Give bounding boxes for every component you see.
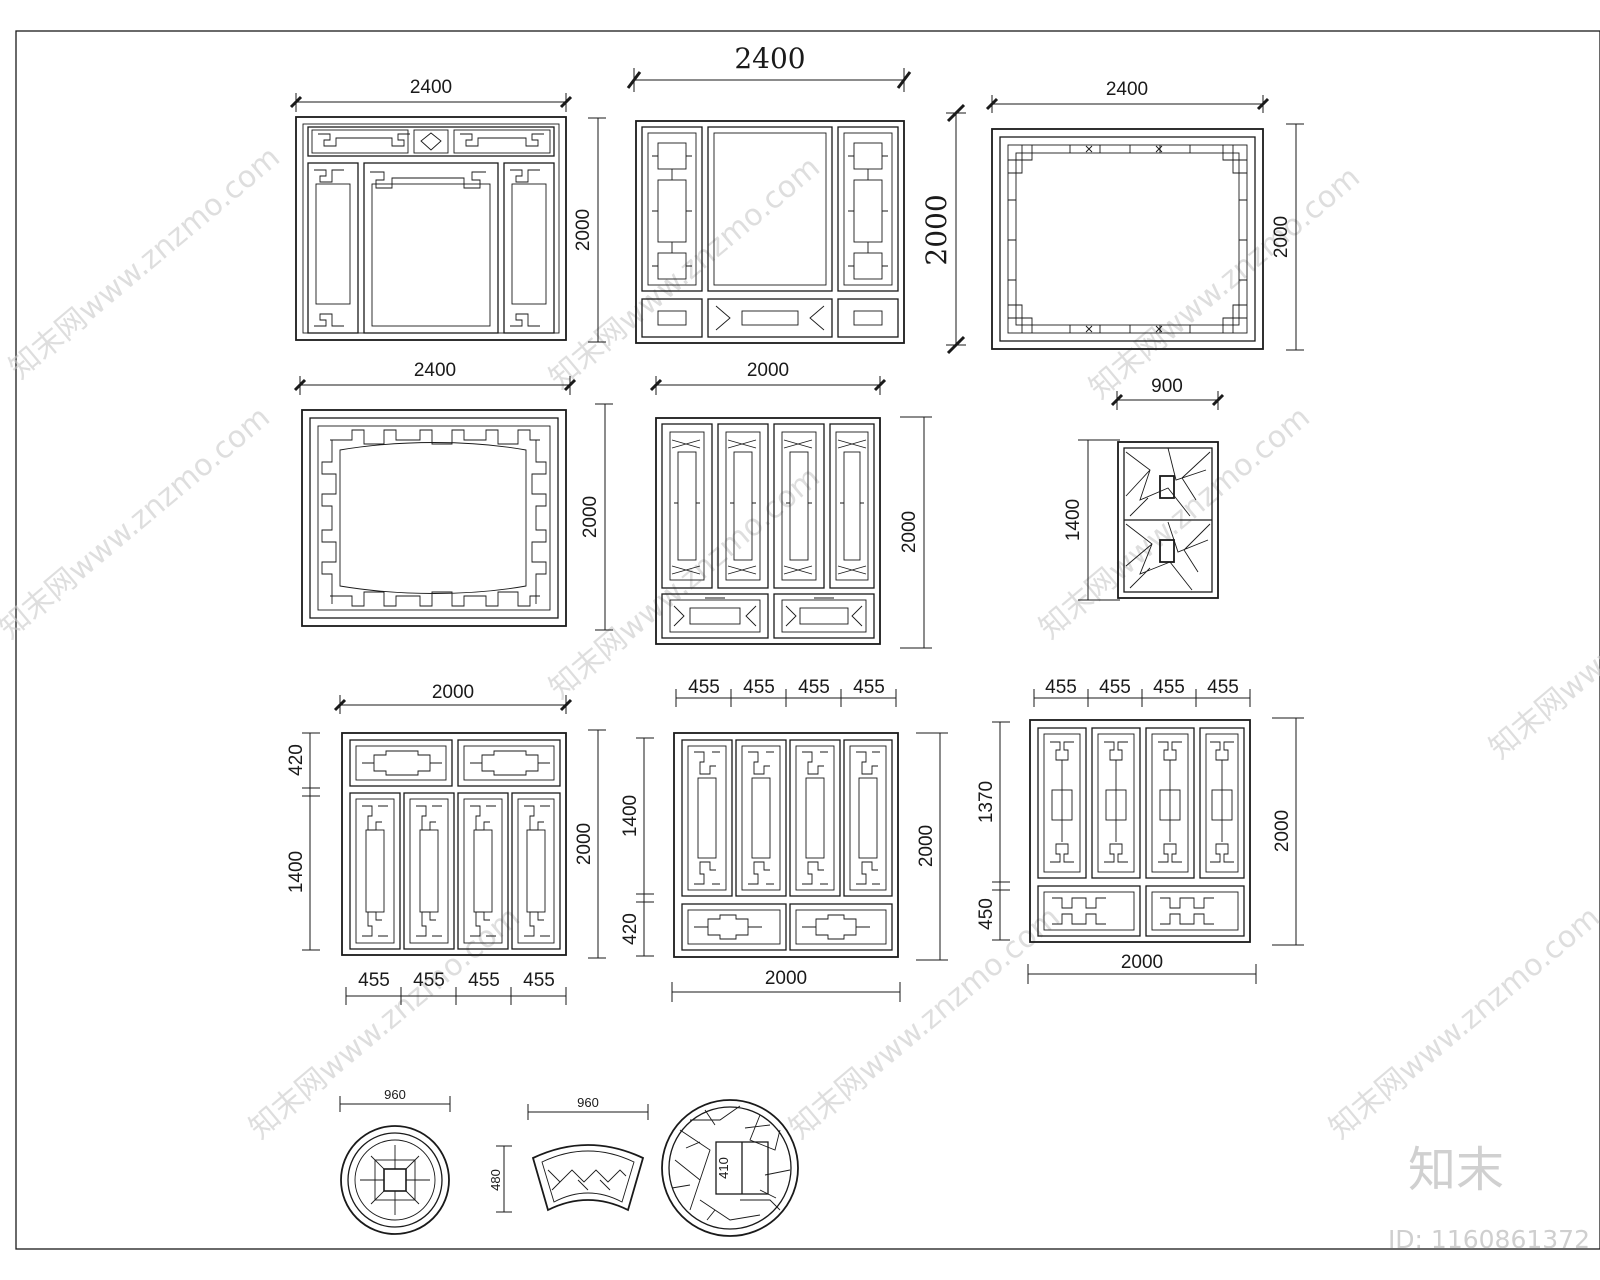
watermark-text: 知末网www.znzmo.com <box>3 140 287 386</box>
width-dimension-label: 2400 <box>1106 79 1148 100</box>
width-dimension-label: 2400 <box>410 77 452 98</box>
width-dimension-label: 2400 <box>414 360 456 381</box>
height-dimension-label: 1400 <box>1063 499 1084 541</box>
center-dimension-label: 410 <box>716 1157 731 1179</box>
panel-12: 410 <box>661 1099 799 1237</box>
panel-1: 2400 2000 <box>289 77 606 343</box>
column-dimension-label: 455 <box>688 677 720 698</box>
height-dimension-label: 2000 <box>574 823 595 865</box>
watermark-text: 知末网www.znzmo.com <box>243 900 527 1146</box>
width-dimension-label: 2000 <box>747 360 789 381</box>
side-top-dimension-label: 1400 <box>620 795 641 837</box>
panel-4: 2400 2000 <box>293 360 613 631</box>
width-dimension-label: 2000 <box>765 968 807 989</box>
width-dimension-label: 900 <box>1151 376 1183 397</box>
panel-2: 2400 2000 <box>626 42 966 355</box>
height-dimension-label: 2000 <box>916 825 937 867</box>
width-dimension-label: 960 <box>384 1087 406 1102</box>
panel-10: 960 <box>339 1087 451 1235</box>
height-dimension-label: 2000 <box>920 194 953 265</box>
sheet-border <box>15 30 1600 1250</box>
width-dimension-label: 2000 <box>432 682 474 703</box>
height-dimension-label: 2000 <box>1272 810 1293 852</box>
column-dimension-label: 455 <box>743 677 775 698</box>
column-dimension-label: 455 <box>1045 677 1077 698</box>
height-dimension-label: 2000 <box>1271 216 1292 258</box>
height-dimension-label: 480 <box>488 1169 503 1191</box>
column-dimension-label: 455 <box>1207 677 1239 698</box>
panel-11: 960 480 <box>488 1095 649 1213</box>
height-dimension-label: 2000 <box>573 209 594 251</box>
column-dimension-label: 455 <box>853 677 885 698</box>
middle-section-dimension-label: 1400 <box>286 851 307 893</box>
width-dimension-label: 2400 <box>734 42 805 75</box>
column-dimension-label: 455 <box>1099 677 1131 698</box>
panel-9: 455 455 455 455 1370 450 2000 2000 <box>976 677 1304 984</box>
watermark-text: 知末网www.znzmo.com <box>1323 900 1600 1146</box>
width-dimension-label: 960 <box>577 1095 599 1110</box>
width-dimension-label: 2000 <box>1121 952 1163 973</box>
top-section-dimension-label: 420 <box>286 744 307 776</box>
side-bottom-dimension-label: 450 <box>976 898 997 930</box>
column-dimension-label: 455 <box>468 970 500 991</box>
side-bottom-dimension-label: 420 <box>620 913 641 945</box>
panel-3: 2400 2000 <box>985 79 1304 351</box>
watermark-text: 知末网www.znzmo.com <box>1483 520 1600 766</box>
brand-logo: 知末 <box>1408 1142 1504 1198</box>
watermark-text: 知末网www.znzmo.com <box>783 900 1067 1146</box>
column-dimension-label: 455 <box>1153 677 1185 698</box>
height-dimension-label: 2000 <box>899 511 920 553</box>
watermark-text: 知末网www.znzmo.com <box>1083 160 1367 406</box>
column-dimension-label: 455 <box>413 970 445 991</box>
panel-8: 455 455 455 455 1400 420 2000 2000 <box>620 677 948 1002</box>
id-label: ID: 1160861372 <box>1388 1225 1590 1254</box>
panel-5: 2000 2000 <box>649 360 932 649</box>
column-dimension-label: 455 <box>798 677 830 698</box>
panel-6: 900 1400 <box>1063 376 1225 601</box>
column-dimension-label: 455 <box>523 970 555 991</box>
panel-7: 2000 2000 420 1400 455 455 455 455 <box>286 682 606 1005</box>
height-dimension-label: 2000 <box>580 496 601 538</box>
watermark-text: 知末网www.znzmo.com <box>0 400 277 646</box>
column-dimension-label: 455 <box>358 970 390 991</box>
side-top-dimension-label: 1370 <box>976 781 997 823</box>
